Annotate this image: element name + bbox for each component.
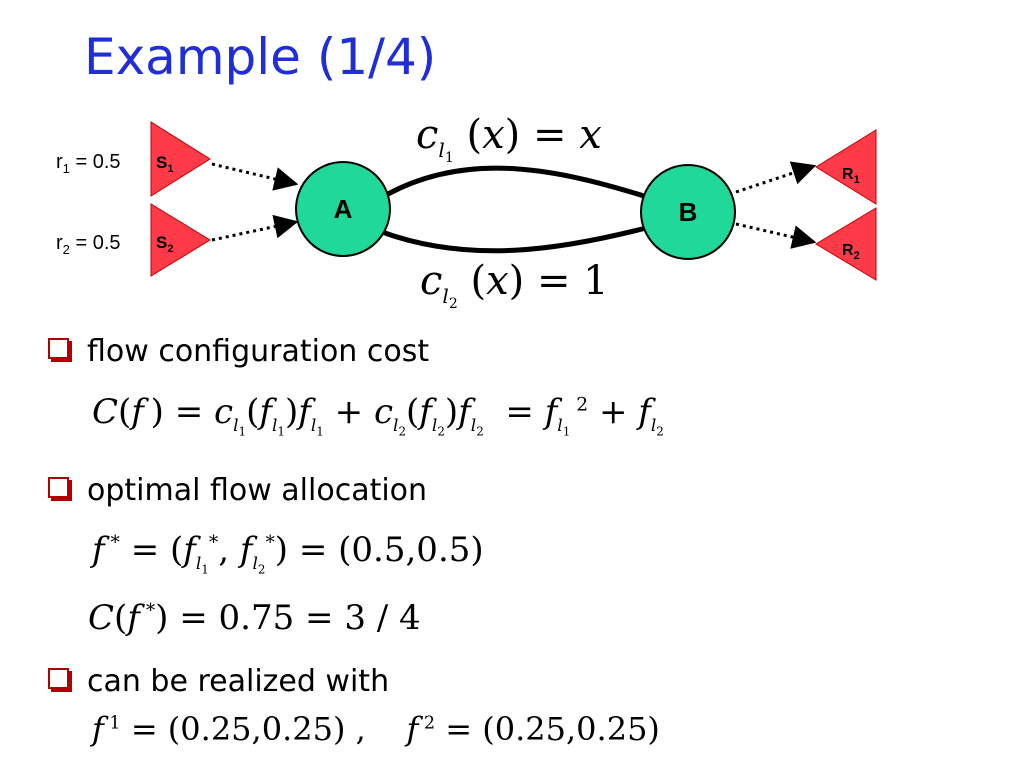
network-diagram: S1 S2 R1 R2 A B r1 = 0.5 r2 = 0.5 [56,121,877,281]
arrow-s2-a [211,214,299,242]
equation-optimal-flow: f * = (fl1*, fl2*) = (0.5,0.5) [92,530,484,577]
source-s1-triangle [150,121,211,197]
rate-r1-label: r1 = 0.5 [56,151,121,176]
bullet-box-icon [48,338,69,359]
arrow-b-r2 [735,222,817,249]
node-b-label: B [679,197,698,227]
arrow-b-r1 [735,161,817,194]
bullet-box-icon [48,668,69,689]
sink-r2-label: R2 [842,242,860,262]
bullet-realization: can be realized with [48,664,389,699]
link-l1 [386,165,645,199]
rate-r2-label: r2 = 0.5 [56,232,121,257]
node-a-label: A [334,194,353,224]
node-b [640,164,736,260]
equation-total-cost: C(f ) = cl1(fl1)fl1 + cl2(fl2)fl2 = fl1 … [92,392,664,439]
source-s1-label: S1 [156,153,173,175]
sink-r1-label: R1 [842,166,860,186]
equation-realization: f 1 = (0.25,0.25) , f 2 = (0.25,0.25) [92,710,660,748]
sink-r1-triangle [815,129,877,205]
bullet-optimal-allocation: optimal flow allocation [48,473,427,508]
bullet-box-icon [48,477,69,498]
link-l2 [381,225,647,254]
slide-title: Example (1/4) [84,28,437,86]
equation-cost-l2: cl2 (x) = 1 [420,258,609,312]
bullet-flow-cost: flow configuration cost [48,334,429,369]
sink-r2-triangle [815,207,877,281]
source-s2-triangle [150,203,211,277]
source-s2-label: S2 [156,233,173,255]
node-a [295,161,391,257]
equation-cost-l1: cl1 (x) = x [416,112,602,166]
arrow-s1-a [211,162,299,191]
equation-optimal-cost: C(f *) = 0.75 = 3 / 4 [88,598,421,638]
